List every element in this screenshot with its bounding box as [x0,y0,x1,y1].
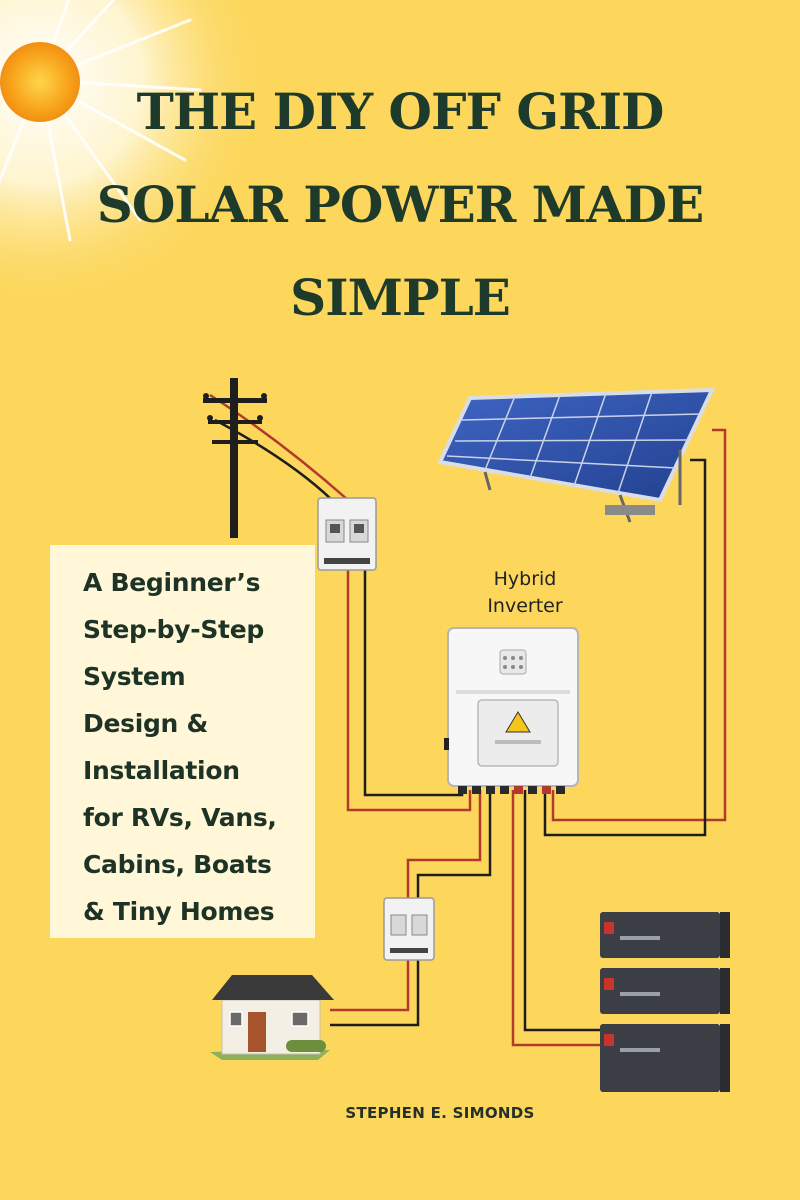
house-icon [210,975,334,1060]
utility-pole-icon [203,378,267,538]
subtitle-line: Installation [83,756,240,785]
inverter-label-line: Inverter [487,595,563,617]
subtitle-line: Design & [83,709,208,738]
battery-stack-icon [600,912,730,1092]
subtitle-box: A Beginner’s Step-by-Step System Design … [50,545,315,938]
hybrid-inverter-icon [444,627,579,794]
subtitle-line: System [83,662,186,691]
subtitle-line: & Tiny Homes [83,897,275,926]
title-line-1: THE DIY OFF GRID [136,82,665,141]
subtitle-line: A Beginner’s [83,568,261,597]
title-line-3: SIMPLE [290,268,511,327]
wiring [209,393,727,1047]
solar-panel-icon [437,387,716,523]
breaker-icon [317,497,377,571]
subtitle-line: Cabins, Boats [83,850,272,879]
author-name: STEPHEN E. SIMONDS [345,1104,535,1122]
subtitle-line: Step-by-Step [83,615,264,644]
subtitle-line: for RVs, Vans, [83,803,277,832]
sun-icon [0,0,270,310]
title-line-2: SOLAR POWER MADE [96,175,705,234]
breaker-icon [383,897,435,961]
inverter-label: Hybrid Inverter [470,566,580,620]
inverter-label-line: Hybrid [493,568,557,590]
